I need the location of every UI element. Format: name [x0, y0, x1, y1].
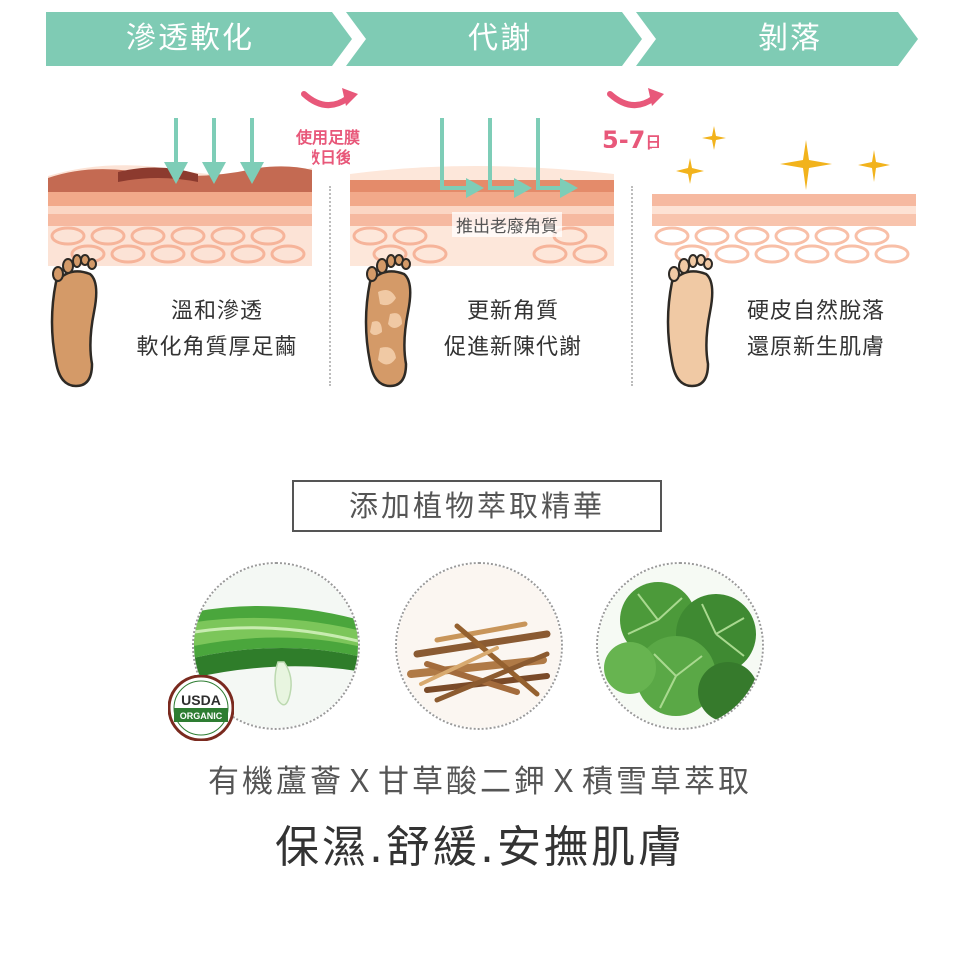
- chevron-step-2: [346, 12, 642, 66]
- days-unit: 日: [645, 133, 662, 152]
- usda-organic-seal-icon: USDA ORGANIC: [167, 674, 235, 742]
- step-banner: 滲透軟化 代謝 剝落: [40, 10, 920, 68]
- after-mask-line2: 數日後: [303, 148, 352, 167]
- step-3-caption-line1: 硬皮自然脫落: [746, 299, 885, 324]
- benefits-line: 保濕.舒緩.安撫肌膚: [275, 822, 685, 873]
- step-1-caption-line1: 溫和滲透: [170, 299, 263, 324]
- chevron-step-3: [636, 12, 918, 66]
- usda-badge-line2: ORGANIC: [180, 711, 223, 721]
- ingredients-line: 有機蘆薈Ｘ甘草酸二鉀Ｘ積雪草萃取: [208, 764, 752, 800]
- panel-divider: [631, 186, 633, 386]
- step-1-caption: 溫和滲透 軟化角質厚足繭: [112, 294, 322, 366]
- panel-divider: [329, 186, 331, 386]
- step-2-title: 代謝: [468, 21, 532, 56]
- step-2-caption-line2: 促進新陳代謝: [443, 335, 582, 360]
- foot-icon: [364, 254, 412, 388]
- usda-badge-line1: USDA: [181, 692, 221, 708]
- step-3-caption-line2: 還原新生肌膚: [746, 335, 885, 360]
- chevron-step-1: [46, 12, 352, 66]
- sparkle-icon: [676, 126, 890, 190]
- down-arrow-icon: [164, 118, 264, 184]
- after-mask-line1: 使用足膜: [295, 128, 360, 147]
- chevron-shapes: [46, 12, 918, 66]
- step-1-caption-line2: 軟化角質厚足繭: [136, 335, 298, 360]
- curved-arrow-icon: [301, 88, 358, 108]
- foot-icon: [666, 254, 714, 388]
- step-3-caption: 硬皮自然脫落 還原新生肌膚: [728, 294, 904, 366]
- push-arrows-icon: [440, 118, 578, 198]
- foot-icon: [50, 254, 98, 388]
- section-title: 添加植物萃取精華: [292, 480, 662, 532]
- centella-leaf-image: [596, 562, 764, 730]
- step-2-caption: 更新角質 促進新陳代謝: [418, 294, 608, 366]
- usda-organic-badge: USDA ORGANIC: [167, 674, 235, 742]
- step-2-caption-line1: 更新角質: [466, 299, 559, 324]
- licorice-root-image: [395, 562, 563, 730]
- after-mask-note: 使用足膜 數日後: [280, 128, 376, 168]
- step-3-title: 剝落: [758, 21, 822, 56]
- push-out-label: 推出老廢角質: [452, 212, 562, 237]
- aloe-image: [192, 562, 360, 730]
- curved-arrow-icon: [607, 88, 664, 108]
- step-1-title: 滲透軟化: [126, 21, 254, 56]
